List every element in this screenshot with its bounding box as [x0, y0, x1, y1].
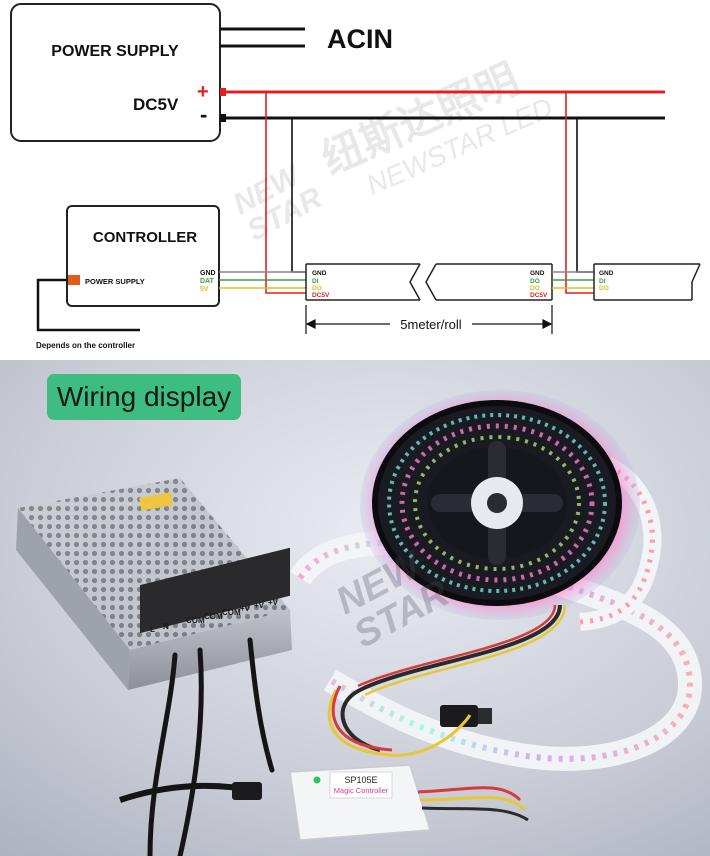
dc-minus-terminal [220, 114, 226, 122]
wiring-diagram: NEW STAR 纽斯达照明 NEWSTAR LED POWER SUPPLY … [0, 0, 710, 360]
dc5v-label: DC5V [133, 95, 179, 114]
psu-terminal-block [140, 547, 290, 634]
strip-segment-2 [425, 263, 553, 301]
controller-pin-gnd: GND [200, 270, 216, 277]
controller-box [66, 205, 220, 307]
wiring-photo: L N COM COM COM +V +V +V SP105E Magic Co… [0, 360, 710, 856]
inter-strip-wires [552, 271, 594, 289]
ac-input-wires [220, 27, 305, 48]
plus-sign: + [197, 81, 209, 103]
controller-to-strip-wires [219, 271, 306, 289]
controller-output-wires [327, 685, 529, 822]
length-dimension [305, 305, 553, 334]
controller-title: CONTROLLER [93, 229, 197, 246]
controller-power-port [68, 275, 80, 285]
strip1-in-do: DO [312, 285, 322, 292]
terminal-label-n: N [163, 622, 169, 631]
strip1-in-gnd: GND [312, 270, 327, 277]
length-label: 5meter/roll [400, 317, 462, 332]
terminal-label-l: L [150, 625, 155, 634]
strip1-in-di: DI [312, 278, 319, 285]
jst-connector [440, 705, 492, 727]
strip1-out-dc5v: DC5V [530, 292, 548, 299]
acin-label: ACIN [327, 24, 393, 54]
power-supply-title: POWER SUPPLY [51, 43, 179, 60]
dc-plus-terminal [220, 88, 226, 96]
strip1-out-gnd: GND [530, 270, 545, 277]
psu-output-cables [147, 637, 275, 856]
strip1-out-do2: DO [530, 285, 540, 292]
minus-sign: - [200, 102, 207, 127]
terminal-label-com3: COM [222, 608, 241, 617]
reel-lead-wire [340, 604, 562, 752]
strip2-in-di: DI [599, 278, 606, 285]
psu-terminal-labels: L N COM COM COM +V +V +V [150, 598, 279, 634]
strip2-in-do: DO [599, 285, 609, 292]
strip-segment-3 [593, 263, 701, 301]
strip2-in-gnd: GND [599, 270, 614, 277]
terminal-label-v1: +V [240, 604, 251, 613]
power-supply-box [10, 3, 221, 142]
depends-note: Depends on the controller [36, 341, 135, 350]
controller-power-feed [36, 278, 140, 332]
strip-segment-1 [305, 263, 421, 301]
terminal-label-com2: COM [204, 612, 223, 621]
terminal-label-com1: COM [186, 616, 205, 625]
power-supply-unit: L N COM COM COM +V +V +V [16, 478, 292, 690]
controller-name: Magic Controller [334, 786, 389, 795]
controller-model: SP105E [344, 775, 377, 785]
controller-pin-5v: 5V [200, 286, 209, 293]
wiring-display-badge: Wiring display [47, 374, 241, 420]
terminal-label-v2: +V [254, 601, 265, 610]
terminal-label-v3: +V [268, 598, 279, 607]
strip1-out-do: DO [530, 278, 540, 285]
led-strip-reel [360, 390, 640, 620]
controller-port-label: POWER SUPPLY [85, 277, 145, 286]
controller-pin-dat: DAT [200, 278, 215, 285]
strip1-in-dc5v: DC5V [312, 292, 330, 299]
sp105e-controller: SP105E Magic Controller [289, 764, 431, 841]
photo-illustration: L N COM COM COM +V +V +V SP105E Magic Co… [0, 360, 710, 856]
